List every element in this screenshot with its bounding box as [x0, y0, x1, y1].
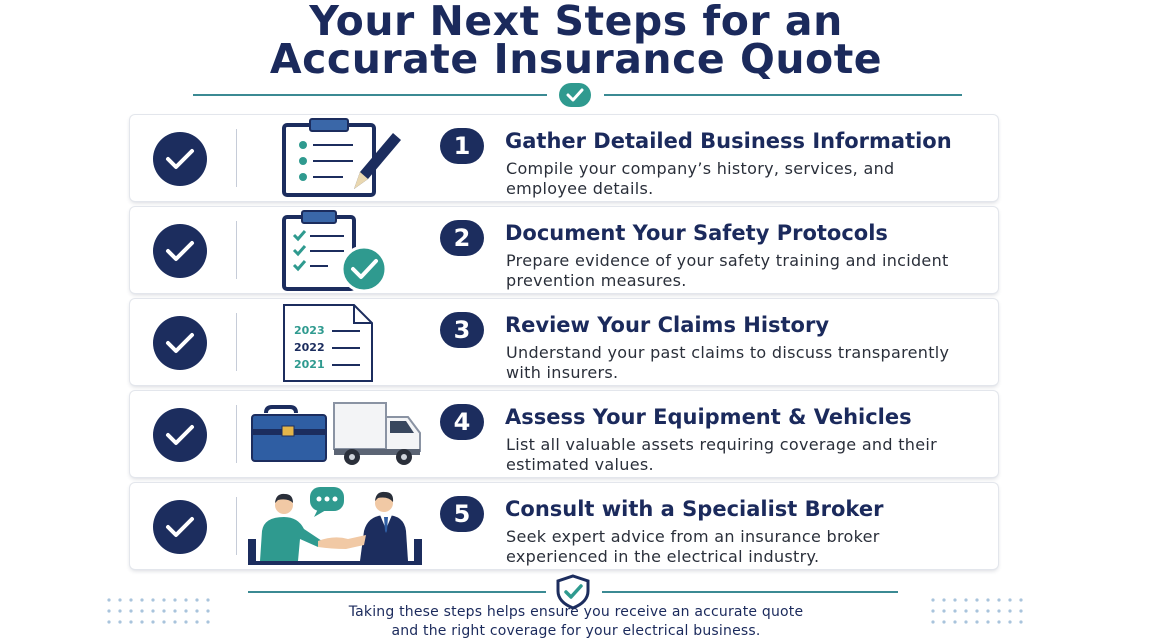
- step-description: Compile your company’s history, services…: [506, 159, 895, 198]
- footer-line-2: and the right coverage for your electric…: [391, 623, 761, 639]
- title-line-1: Your Next Steps for an: [309, 0, 843, 45]
- footer-line-1: Taking these steps helps ensure you rece…: [348, 604, 804, 620]
- footer-rule-right: [602, 591, 898, 593]
- step-card-5: 5 Consult with a Specialist Broker Seek …: [130, 483, 998, 569]
- dot-pattern-left: [107, 598, 210, 624]
- check-icon: [153, 408, 207, 462]
- step-card-1: 1 Gather Detailed Business Information C…: [130, 115, 998, 201]
- toolbox-truck-icon: [248, 393, 436, 475]
- step-divider: [236, 129, 237, 187]
- step-number: 2: [440, 220, 484, 256]
- step-description: Seek expert advice from an insurance bro…: [506, 527, 880, 566]
- step-card-4: 4 Assess Your Equipment & Vehicles List …: [130, 391, 998, 477]
- shield-check-icon: [554, 574, 592, 610]
- footer-message: Taking these steps helps ensure you rece…: [276, 603, 876, 640]
- header-rule-left: [193, 94, 547, 96]
- check-icon: [153, 132, 207, 186]
- step-card-2: 2 Document Your Safety Protocols Prepare…: [130, 207, 998, 293]
- footer-rule-left: [248, 591, 546, 593]
- step-title: Review Your Claims History: [505, 313, 830, 337]
- step-divider: [236, 405, 237, 463]
- header-rule-right: [604, 94, 962, 96]
- check-icon: [153, 224, 207, 278]
- step-description: Understand your past claims to discuss t…: [506, 343, 950, 382]
- dot-pattern-right: [931, 598, 1023, 624]
- step-description: Prepare evidence of your safety training…: [506, 251, 949, 290]
- step-number: 3: [440, 312, 484, 348]
- document-years-icon: 2023 2022 2021: [248, 301, 436, 383]
- step-divider: [236, 313, 237, 371]
- step-title: Gather Detailed Business Information: [505, 129, 952, 153]
- check-icon: [153, 500, 207, 554]
- clipboard-pen-icon: [248, 117, 436, 199]
- step-card-3: 2023 2022 2021 3 Review Your Claims Hist…: [130, 299, 998, 385]
- step-divider: [236, 221, 237, 279]
- page-title: Your Next Steps for an Accurate Insuranc…: [0, 0, 1152, 83]
- step-number: 5: [440, 496, 484, 532]
- step-divider: [236, 497, 237, 555]
- handshake-people-icon: [248, 485, 436, 567]
- step-title: Document Your Safety Protocols: [505, 221, 888, 245]
- check-icon: [153, 316, 207, 370]
- year-label: 2022: [294, 341, 325, 354]
- year-label: 2021: [294, 358, 325, 371]
- step-title: Assess Your Equipment & Vehicles: [505, 405, 912, 429]
- year-label: 2023: [294, 324, 325, 337]
- step-number: 1: [440, 128, 484, 164]
- clipboard-checklist-icon: [248, 209, 436, 293]
- step-number: 4: [440, 404, 484, 440]
- title-line-2: Accurate Insurance Quote: [269, 35, 883, 83]
- step-description: List all valuable assets requiring cover…: [506, 435, 938, 474]
- header-check-icon: [559, 83, 591, 107]
- step-title: Consult with a Specialist Broker: [505, 497, 884, 521]
